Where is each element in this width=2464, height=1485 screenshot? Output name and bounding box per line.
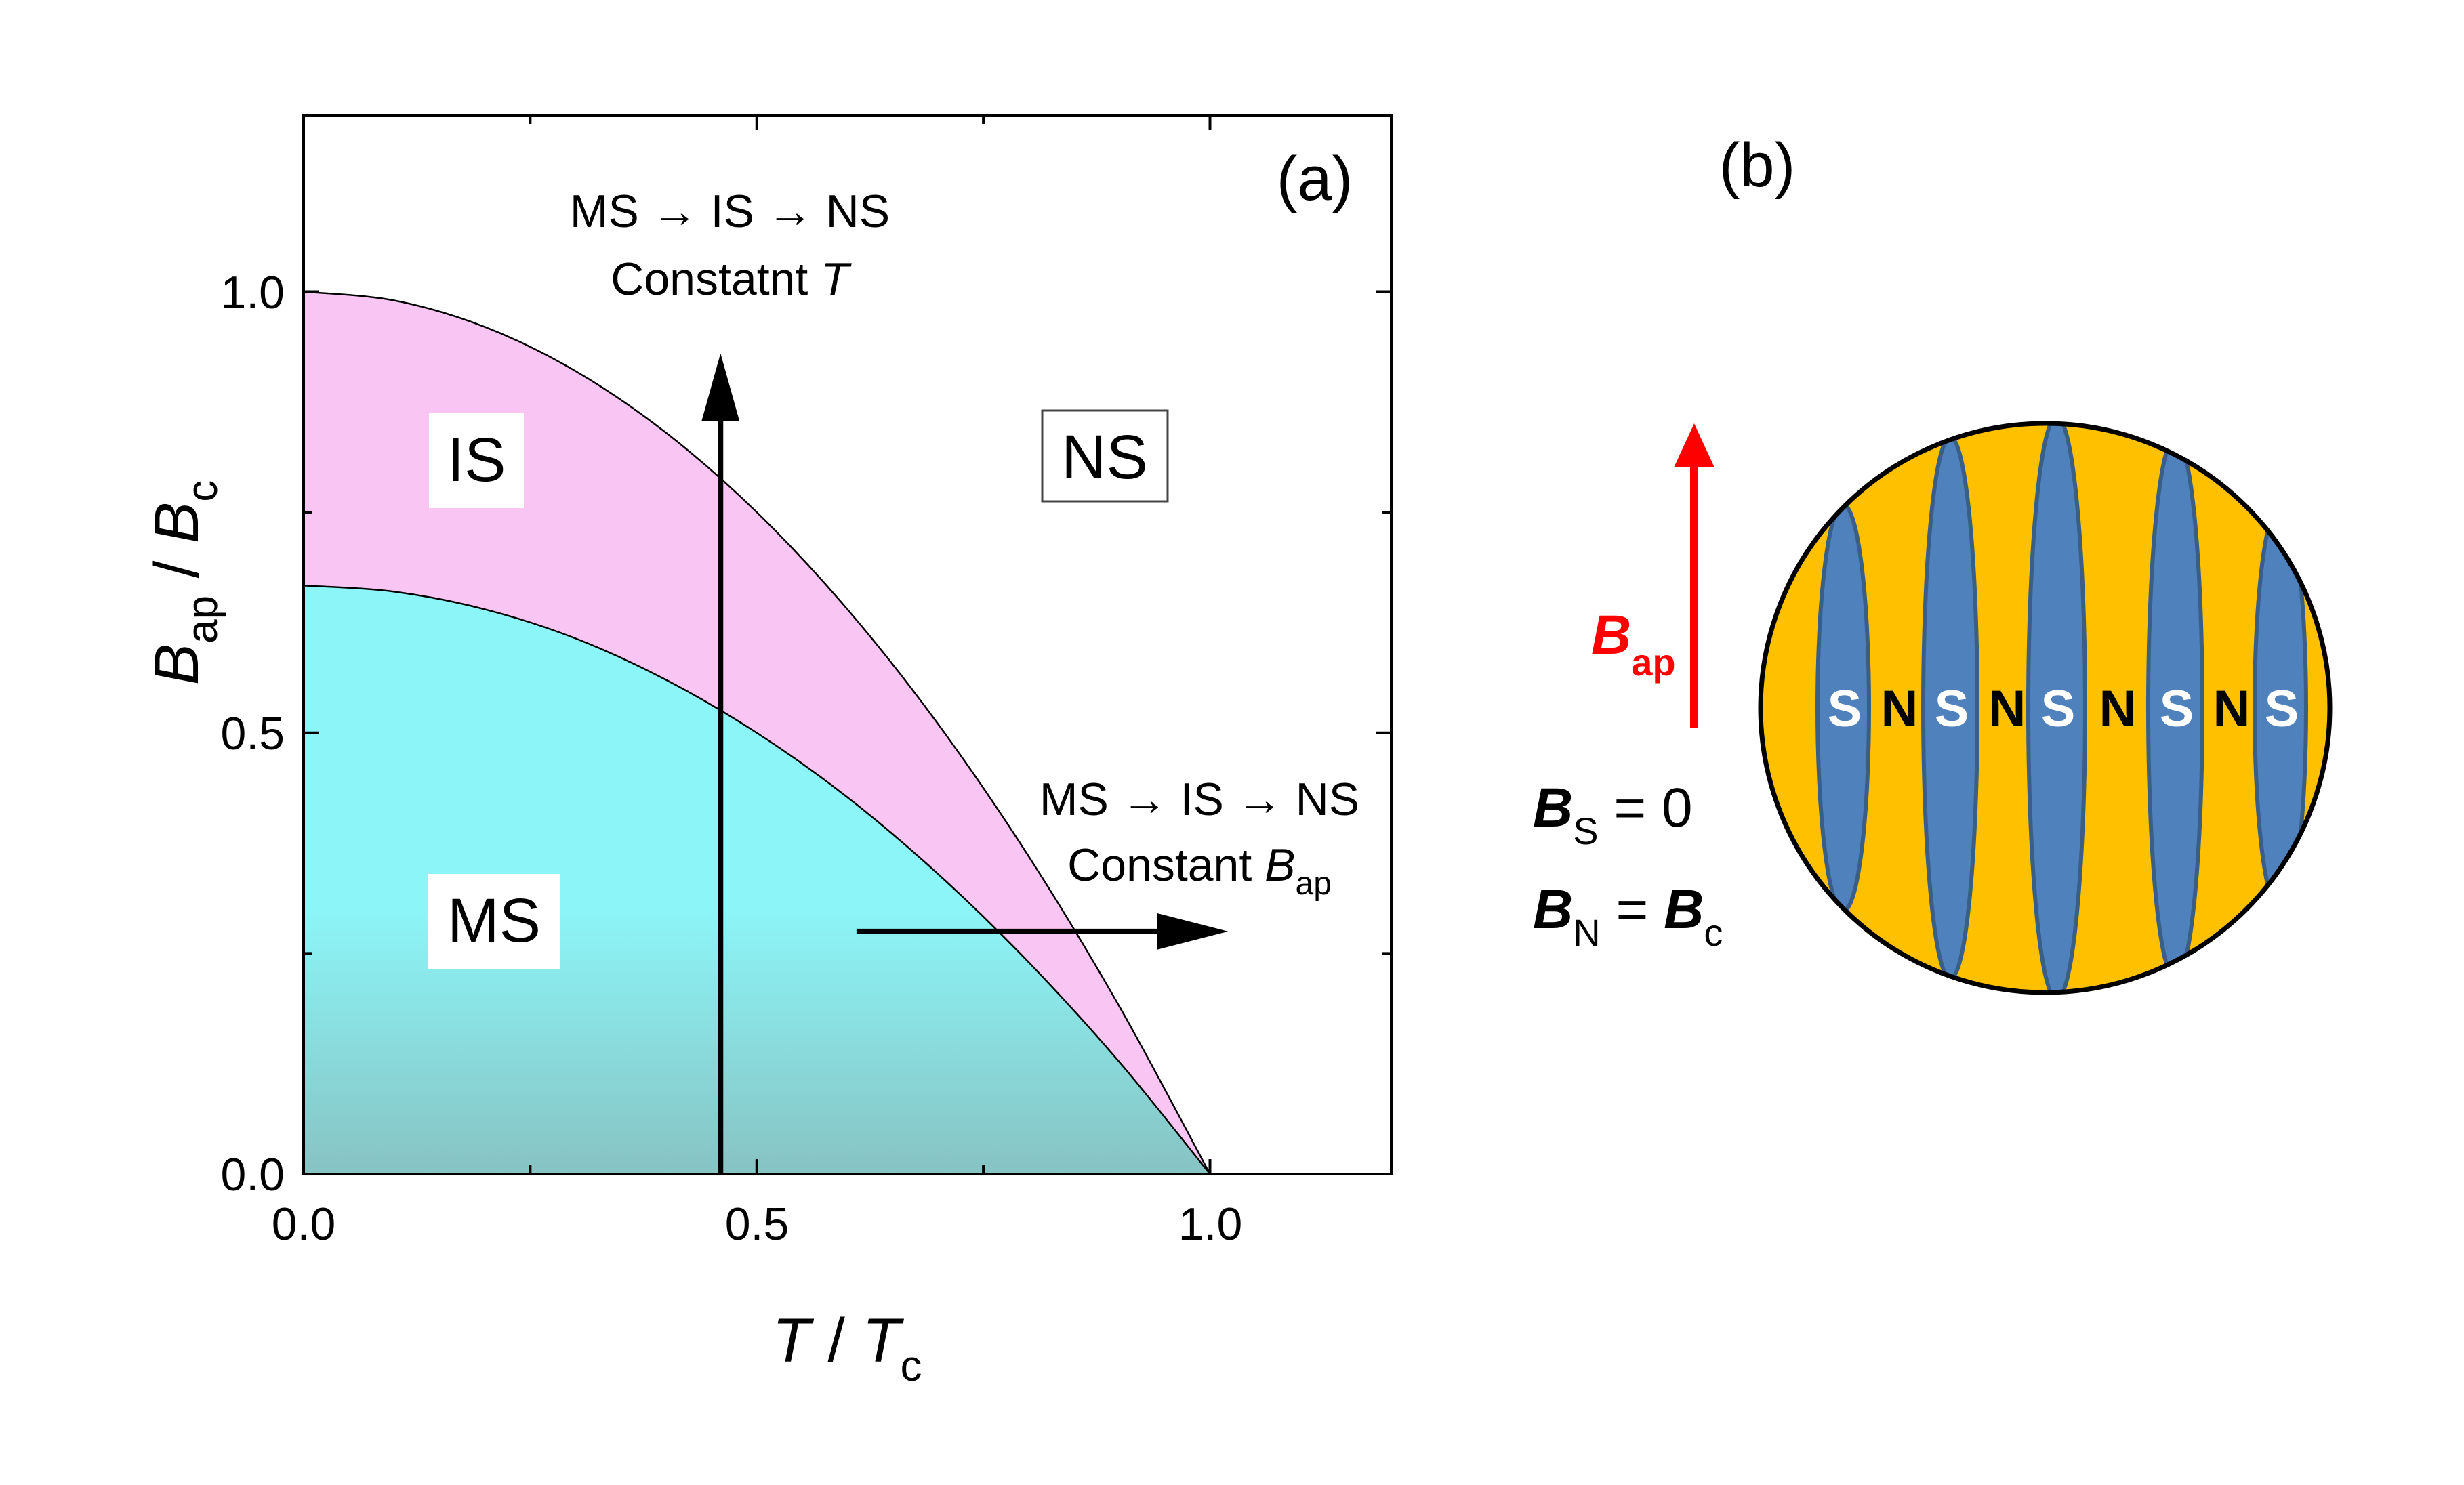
y-tick-label: 1.0 <box>220 267 285 318</box>
stripe-labels: S N S N S N S N S <box>1828 680 2299 738</box>
axis-ticks <box>302 115 1391 1175</box>
is-region-label: IS <box>447 425 506 495</box>
y-tick-label: 0.0 <box>220 1149 285 1200</box>
x-axis-label: T / Tc <box>772 1306 922 1390</box>
y-tick-label: 0.5 <box>220 708 285 759</box>
panel-a: 0.0 0.5 1.0 0.0 0.5 1.0 T / Tc Bap / Bc … <box>142 114 1393 1390</box>
constant-t-annotation-line1: MS → IS → NS <box>570 186 890 237</box>
super-stripe <box>2026 423 2087 992</box>
x-tick-labels: 0.0 0.5 1.0 <box>272 1198 1243 1250</box>
critical-field-curve <box>303 291 1211 1175</box>
applied-field-arrow-head <box>1674 423 1714 467</box>
ns-label-box <box>1041 409 1169 503</box>
constant-field-arrow-head <box>1157 913 1229 950</box>
mixed-state-area <box>304 585 1210 1174</box>
y-axis-label: Bap / Bc <box>142 480 226 686</box>
panel-b: (b) Bap BS = 0 BN = Bc S N S N <box>1533 131 2333 995</box>
stripe-label-normal: N <box>1989 680 2026 738</box>
is-label-box <box>429 413 524 508</box>
stripe-label-super: S <box>1828 680 1862 738</box>
mixed-intermediate-boundary-curve <box>303 584 1211 1175</box>
constant-b-annotation-line2: Constant Bap <box>1067 839 1332 902</box>
x-tick-label: 0.0 <box>272 1198 336 1250</box>
stripe-label-super: S <box>2265 680 2299 738</box>
stripe-label-super: S <box>1935 680 1969 738</box>
constant-t-annotation-line2: Constatnt T <box>611 253 852 305</box>
stripe-label-super: S <box>2041 680 2076 738</box>
stripe-label-normal: N <box>2099 680 2137 738</box>
y-tick-labels: 0.0 0.5 1.0 <box>220 267 285 1200</box>
stripe-label-normal: N <box>1881 680 1918 738</box>
ms-label-box <box>428 874 560 969</box>
constant-b-annotation-line1: MS → IS → NS <box>1040 774 1359 825</box>
ms-region-label: MS <box>447 886 541 955</box>
stripe-label-super: S <box>2160 680 2194 738</box>
sphere-outline <box>1758 421 2333 995</box>
plot-frame <box>302 114 1393 1175</box>
panel-a-label: (a) <box>1277 144 1353 213</box>
stripe-label-normal: N <box>2213 680 2251 738</box>
applied-field-label: Bap <box>1591 604 1676 684</box>
panel-b-label: (b) <box>1719 131 1795 200</box>
x-tick-label: 0.5 <box>725 1198 789 1250</box>
ns-region-label: NS <box>1061 423 1148 492</box>
equation-b-super: BS = 0 <box>1533 777 1693 852</box>
equation-b-normal: BN = Bc <box>1533 879 1723 954</box>
x-tick-label: 1.0 <box>1178 1198 1243 1250</box>
constant-temperature-arrow-head <box>701 353 740 421</box>
